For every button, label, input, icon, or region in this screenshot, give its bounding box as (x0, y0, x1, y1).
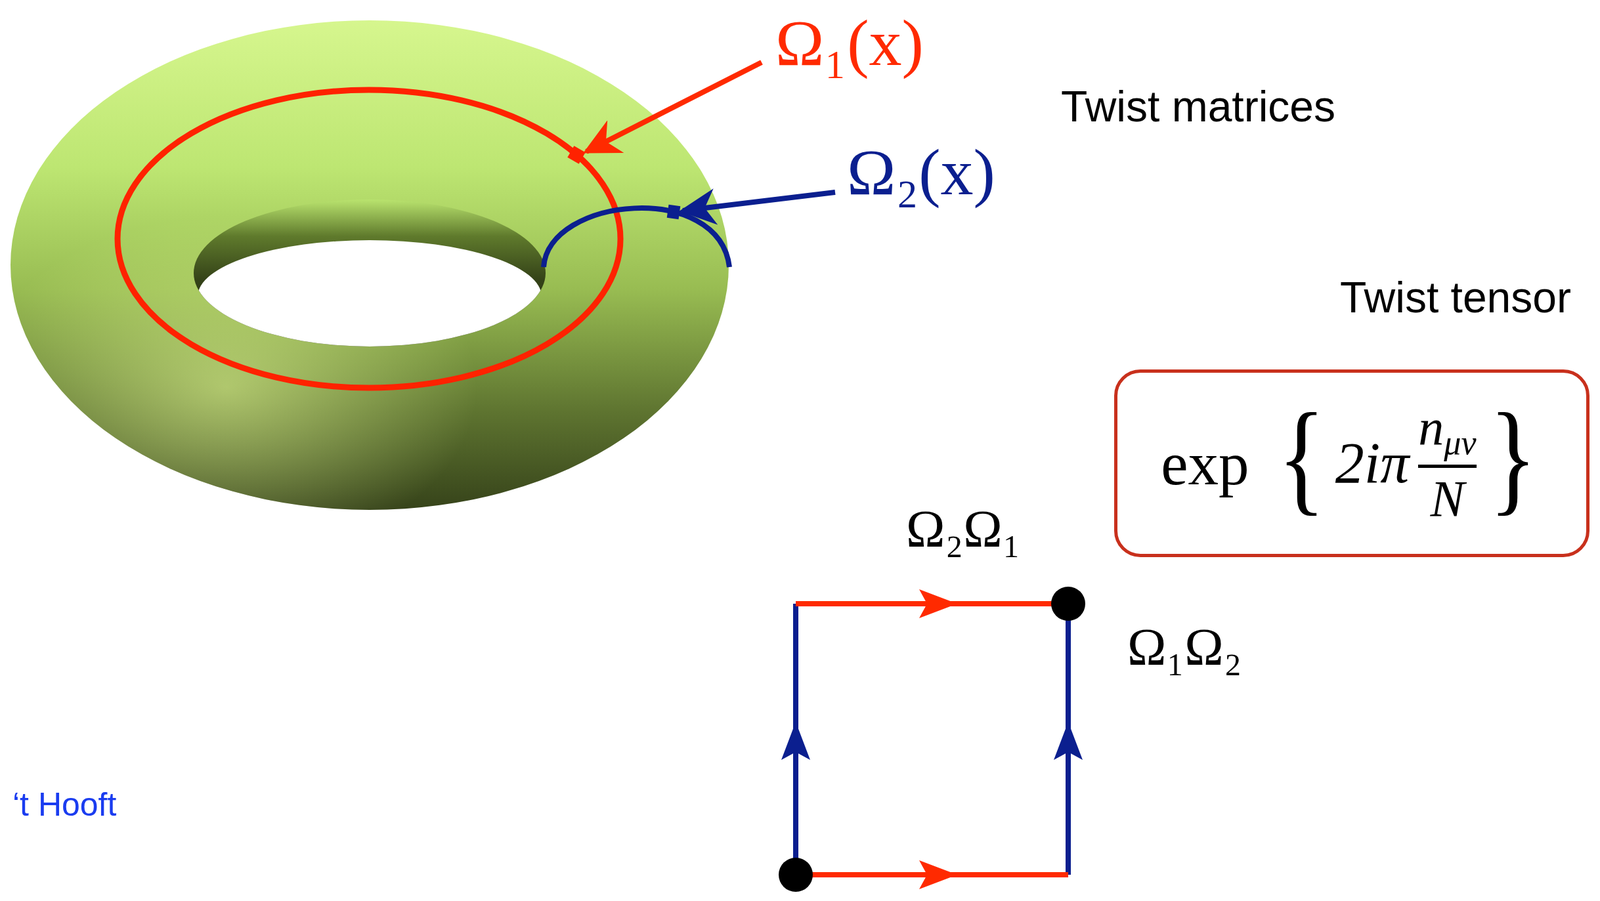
blue-cycle (543, 208, 730, 268)
corner-label: Ω₂Ω₁ (906, 498, 1021, 560)
formula-box: exp {2iπnμνN} (1114, 369, 1590, 558)
heading-label: Twist matrices (1060, 82, 1336, 132)
formula-numerator: nμν (1418, 401, 1476, 462)
formula-symbol: n (1418, 399, 1444, 457)
red-marker (567, 145, 585, 164)
leader-arrow (586, 62, 762, 152)
red-cycle (117, 89, 621, 389)
formula-brace: } (1489, 394, 1537, 520)
blue-marker (667, 204, 681, 220)
formula-subscript: μν (1443, 424, 1476, 462)
arrowhead (919, 860, 958, 890)
arrowhead (781, 722, 811, 761)
torus-surface (10, 20, 729, 511)
corner-label: Ω₁Ω₂ (1127, 617, 1243, 678)
formula-denominator: N (1429, 472, 1465, 526)
formula-fraction: nμνN (1418, 401, 1476, 526)
leader-arrow (682, 192, 836, 211)
torus-hole (197, 240, 542, 354)
torus-highlight (10, 20, 729, 511)
arrowhead (1053, 722, 1083, 761)
node-heading: Twist tensor (1114, 272, 1590, 323)
credit-note: ‘t Hooft (12, 786, 117, 825)
twist-matrix-label: Ω₁(x) (775, 5, 924, 81)
fraction-bar (1418, 464, 1476, 469)
corner-dot (1051, 586, 1086, 622)
corner-dot (778, 858, 813, 893)
twist-matrix-label: Ω₂(x) (846, 134, 996, 211)
formula-function: exp (1160, 433, 1249, 495)
arrowhead (919, 589, 958, 619)
formula-coefficient: 2iπ (1335, 434, 1410, 493)
formula-node: Twist tensor exp {2iπnμνN} (1114, 272, 1590, 558)
formula-brace: { (1277, 394, 1326, 520)
